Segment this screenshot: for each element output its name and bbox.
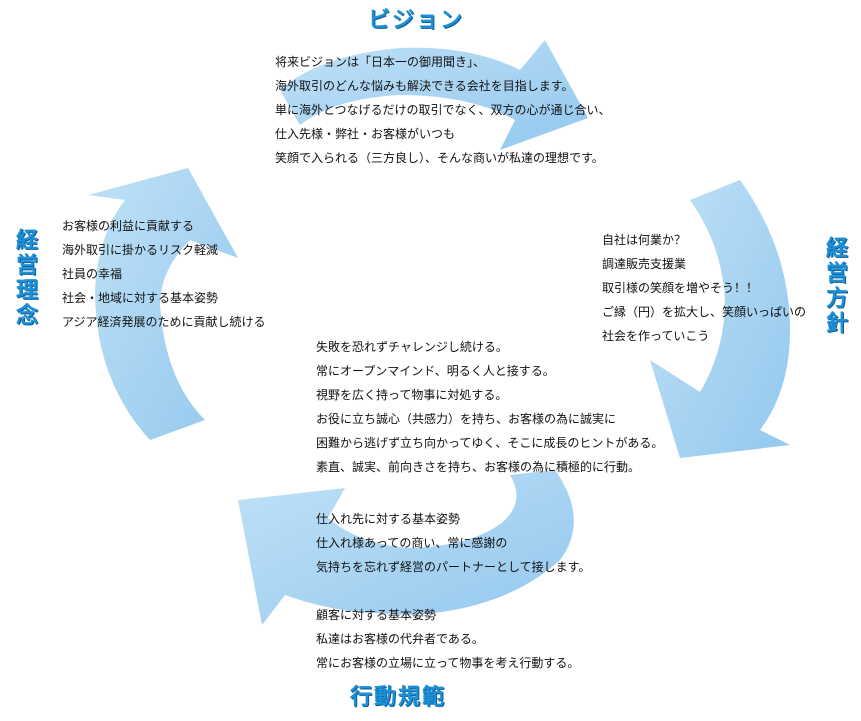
arrow-bottom [238, 470, 574, 625]
arrow-left [88, 168, 238, 440]
conduct-line: 視野を広く持って物事に対処する。 [316, 388, 508, 402]
vision-line: 海外取引のどんな悩みも解決できる会社を目指します。 [275, 79, 574, 93]
vision-line: 笑顔で入られる（三方良し）、そんな商いが私達の理想です。 [275, 151, 604, 165]
vision-line: 将来ビジョンは「日本一の御用聞き」、 [275, 55, 486, 69]
supplier-line: 仕入れ様あっての商い、常に感謝の [316, 536, 508, 550]
heading-policy: 経営方針 [822, 236, 847, 336]
arrow-top [280, 40, 588, 150]
vision-line: 仕入先様・弊社・お客様がいつも [275, 127, 456, 141]
policy-text: 自社は何業か？ 調達販売支援業 取引様の笑顔を増やそう！！ ご縁（円）を拡大し、… [602, 228, 806, 348]
customer-line: 顧客に対する基本姿勢 [316, 608, 437, 622]
heading-conduct: 行動規範 [350, 685, 447, 710]
conduct-supplier-text: 仕入れ先に対する基本姿勢 仕入れ様あっての商い、常に感謝の 気持ちを忘れず経営の… [316, 507, 590, 579]
vision-text: 将来ビジョンは「日本一の御用聞き」、 海外取引のどんな悩みも解決できる会社を目指… [275, 50, 611, 170]
conduct-customer-text: 顧客に対する基本姿勢 私達はお客様の代弁者である。 常にお客様の立場に立って物事… [316, 603, 579, 675]
philosophy-line: 社会・地域に対する基本姿勢 [62, 291, 219, 305]
customer-line: 私達はお客様の代弁者である。 [316, 632, 484, 646]
conduct-line: 素直、誠実、前向きさを持ち、お客様の為に積極的に行動。 [316, 460, 641, 474]
conduct-line: 失敗を恐れずチャレンジし続ける。 [316, 340, 508, 354]
philosophy-line: お客様の利益に貢献する [62, 219, 195, 233]
conduct-line: お役に立ち誠心（共感力）を持ち、お客様の為に誠実に [316, 412, 617, 426]
conduct-line: 常にオープンマインド、明るく人と接する。 [316, 364, 555, 378]
conduct-line: 困難から逃げず立ち向かってゆく、そこに成長のヒントがある。 [316, 436, 664, 450]
philosophy-line: 海外取引に掛かるリスク軽減 [62, 243, 219, 257]
heading-philosophy: 経営理念 [12, 228, 37, 328]
philosophy-text: お客様の利益に貢献する 海外取引に掛かるリスク軽減 社員の幸福 社会・地域に対す… [62, 214, 266, 334]
arrow-right [650, 180, 790, 458]
vision-line: 単に海外とつなげるだけの取引でなく、双方の心が通じ合い、 [275, 103, 611, 117]
customer-line: 常にお客様の立場に立って物事を考え行動する。 [316, 656, 580, 670]
policy-line: ご縁（円）を拡大し、笑顔いっぱいの [602, 305, 807, 319]
policy-line: 取引様の笑顔を増やそう！！ [602, 281, 759, 295]
philosophy-line: アジア経済発展のために貢献し続ける [62, 315, 266, 329]
heading-vision: ビジョン [368, 8, 465, 33]
philosophy-line: 社員の幸福 [62, 267, 123, 281]
supplier-line: 気持ちを忘れず経営のパートナーとして接します。 [316, 560, 591, 574]
conduct-general-text: 失敗を恐れずチャレンジし続ける。 常にオープンマインド、明るく人と接する。 視野… [316, 335, 663, 479]
policy-line: 自社は何業か？ [602, 233, 687, 247]
policy-line: 社会を作っていこう [602, 329, 710, 343]
policy-line: 調達販売支援業 [602, 257, 687, 271]
supplier-line: 仕入れ先に対する基本姿勢 [316, 512, 461, 526]
